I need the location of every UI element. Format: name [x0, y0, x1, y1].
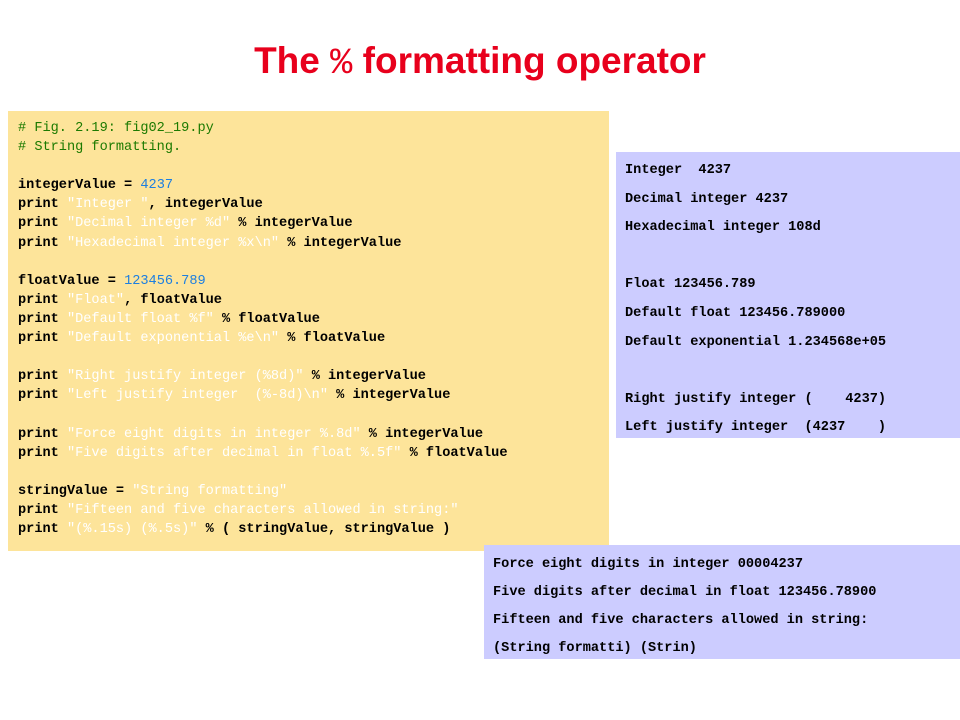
code-listing: # Fig. 2.19: fig02_19.py # String formatt…	[8, 111, 609, 551]
code-token-str: "Right justify integer (%8d)"	[66, 369, 304, 385]
code-token-comment: # Fig. 2.19: fig02_19.py	[18, 121, 214, 136]
code-line: floatValue = 123456.789	[18, 272, 609, 291]
code-token-str: "Hexadecimal integer %x\n"	[66, 235, 280, 251]
code-token-plain: % integerValue	[360, 426, 484, 442]
code-token-plain: % integerValue	[279, 235, 402, 251]
code-token-str: "Decimal integer %d"	[66, 216, 231, 232]
code-token-comment: # String formatting.	[18, 140, 182, 156]
code-token-str: "Default exponential %e\n"	[66, 331, 280, 347]
code-line: print "(%.15s) (%.5s)" % ( stringValue, …	[18, 520, 609, 539]
code-line: print "Float", floatValue	[18, 291, 609, 310]
code-token-plain: % floatValue	[213, 311, 320, 327]
title-suffix: formatting operator	[362, 40, 706, 81]
code-line: print "Force eight digits in integer %.8…	[18, 425, 609, 444]
output-line: Five digits after decimal in float 12345…	[493, 585, 877, 600]
output-line: Decimal integer 4237	[625, 191, 789, 207]
output-line: Right justify integer ( 4237)	[625, 391, 887, 407]
code-line	[18, 348, 609, 367]
output-line: (String formatti) (Strin)	[493, 641, 697, 656]
code-token-plain: % floatValue	[401, 445, 508, 461]
code-token-plain: stringValue =	[18, 483, 133, 499]
output-line: Hexadecimal integer 108d	[625, 220, 821, 236]
code-token-plain: print	[18, 502, 67, 518]
code-line: integerValue = 4237	[18, 176, 609, 195]
output-line: Float 123456.789	[625, 277, 756, 293]
code-line	[18, 157, 609, 176]
code-token-plain: % floatValue	[279, 331, 386, 347]
code-token-str: "Default float %f"	[66, 311, 214, 327]
code-line: # Fig. 2.19: fig02_19.py	[18, 119, 609, 138]
code-token-plain: print	[18, 426, 67, 442]
output-line: Fifteen and five characters allowed in s…	[493, 613, 869, 628]
code-token-str: "Left justify integer (%-8d)\n"	[66, 388, 328, 404]
code-line: print "Hexadecimal integer %x\n" % integ…	[18, 234, 609, 253]
code-token-plain: % integerValue	[328, 388, 451, 404]
code-line: print "Integer ", integerValue	[18, 195, 609, 214]
code-token-str: "(%.15s) (%.5s)"	[66, 521, 198, 537]
output-line: Default exponential 1.234568e+05	[625, 334, 887, 350]
code-token-str: "Force eight digits in integer %.8d"	[66, 426, 361, 442]
code-token-plain: % integerValue	[230, 216, 353, 232]
code-token-plain: print	[18, 369, 67, 385]
output-line: Left justify integer (4237 )	[625, 420, 887, 436]
code-token-plain: % ( stringValue, stringValue )	[197, 521, 451, 537]
code-line: print "Decimal integer %d" % integerValu…	[18, 214, 609, 233]
output-line: Integer 4237	[625, 163, 732, 178]
code-token-plain: , floatValue	[124, 292, 222, 308]
code-token-str: "Five digits after decimal in float %.5f…	[66, 445, 402, 461]
code-token-str: "Float"	[66, 292, 125, 308]
code-line: print "Default exponential %e\n" % float…	[18, 329, 609, 348]
output-line	[625, 357, 960, 386]
code-token-num: 4237	[140, 178, 174, 194]
code-token-plain: print	[18, 197, 67, 213]
code-line: # String formatting.	[18, 138, 609, 157]
code-line: print "Right justify integer (%8d)" % in…	[18, 367, 609, 386]
code-token-plain: , integerValue	[148, 197, 263, 213]
code-token-plain: print	[18, 331, 67, 347]
code-line	[18, 405, 609, 424]
code-token-plain: print	[18, 445, 67, 461]
title-prefix: The	[254, 40, 320, 81]
code-line	[18, 463, 609, 482]
output-line: Force eight digits in integer 00004237	[493, 557, 803, 572]
output-line	[625, 243, 960, 272]
code-token-str: "Integer "	[66, 197, 149, 213]
code-token-plain: integerValue =	[18, 178, 141, 194]
slide-title: The % formatting operator	[0, 40, 960, 85]
code-line	[18, 253, 609, 272]
code-line: print "Left justify integer (%-8d)\n" % …	[18, 386, 609, 405]
code-token-str: "Fifteen and five characters allowed in …	[66, 502, 459, 518]
code-token-plain: floatValue =	[18, 273, 125, 289]
code-token-plain: print	[18, 521, 67, 537]
code-token-num: 123456.789	[124, 273, 206, 289]
code-token-str: "String formatting"	[132, 483, 288, 499]
code-line: stringValue = "String formatting"	[18, 482, 609, 501]
code-token-plain: print	[18, 292, 67, 308]
code-line: print "Default float %f" % floatValue	[18, 310, 609, 329]
code-token-plain: print	[18, 235, 67, 251]
code-token-plain: print	[18, 216, 67, 232]
code-token-plain: % integerValue	[303, 369, 426, 385]
code-line: print "Fifteen and five characters allow…	[18, 501, 609, 520]
code-line: print "Five digits after decimal in floa…	[18, 444, 609, 463]
code-token-plain: print	[18, 388, 67, 404]
title-operator: %	[330, 43, 353, 85]
code-token-plain: print	[18, 311, 67, 327]
output-line: Default float 123456.789000	[625, 305, 846, 321]
